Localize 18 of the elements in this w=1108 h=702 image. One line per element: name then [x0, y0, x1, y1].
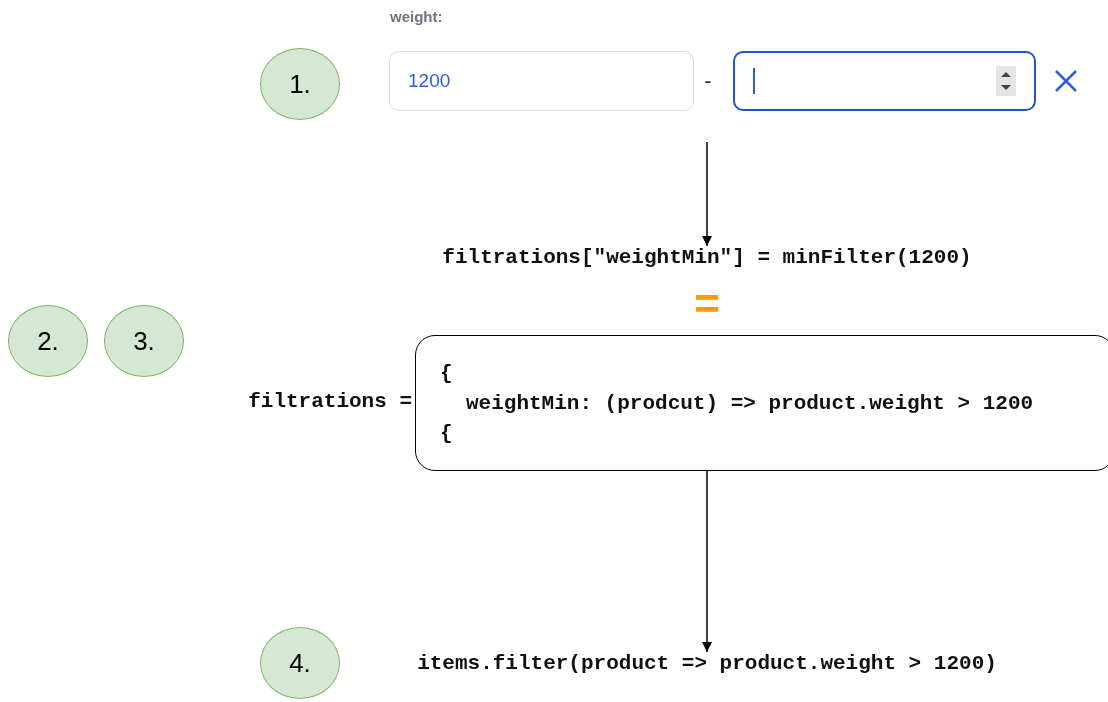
- arrow: [702, 141, 712, 247]
- input-field: 1200: [389, 51, 694, 111]
- step-badge: 4.: [260, 627, 340, 699]
- code-box: [415, 335, 1108, 471]
- code-text: filtrations["weightMin"] = minFilter(1200): [400, 246, 1014, 278]
- arrow: [702, 470, 712, 653]
- step-badge: 3.: [104, 305, 184, 377]
- code-text: items.filter(product => product.weight > 1200): [380, 652, 1034, 684]
- input-field: [733, 51, 1036, 111]
- code-line: {: [440, 422, 453, 445]
- step-badge: 2.: [8, 305, 88, 377]
- code-line: {: [440, 362, 453, 385]
- step-badge: 1.: [260, 48, 340, 120]
- range-dash: -: [703, 68, 713, 95]
- field-label: weight:: [390, 8, 443, 25]
- equals-sign: =: [693, 283, 721, 325]
- code-line: weightMin: (prodcut) => product.weight > 1200: [466, 392, 1034, 415]
- code-text: filtrations =: [247, 390, 412, 415]
